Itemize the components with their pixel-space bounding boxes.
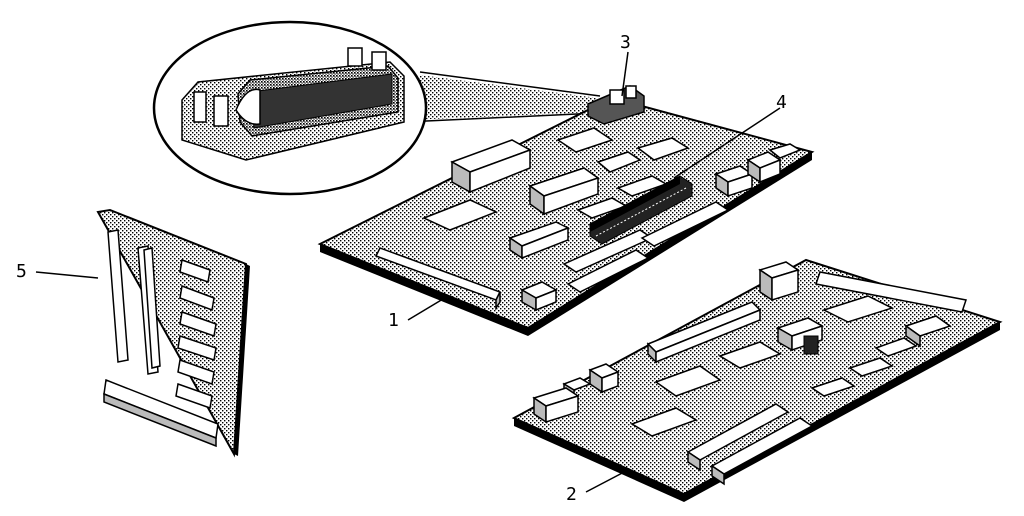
adapter-board-5 [96, 208, 250, 458]
system-board-2 [511, 258, 1003, 502]
leader-lines [35, 51, 781, 493]
callout-3: 3 [620, 32, 631, 53]
magnifier-beam [408, 75, 598, 120]
leader-2 [585, 469, 629, 493]
leader-3 [621, 51, 629, 97]
callout-5: 5 [16, 261, 27, 282]
connector-3 [587, 85, 645, 125]
callout-2: 2 [566, 484, 577, 505]
memory-riser-4 [589, 175, 693, 245]
leader-1 [407, 295, 449, 321]
magnified-detail [152, 20, 601, 196]
leader-5 [35, 271, 99, 279]
leader-4 [673, 107, 781, 179]
callout-1: 1 [388, 310, 399, 331]
magnified-connector [181, 47, 405, 161]
callout-4: 4 [776, 92, 787, 113]
system-board-1 [317, 85, 815, 336]
